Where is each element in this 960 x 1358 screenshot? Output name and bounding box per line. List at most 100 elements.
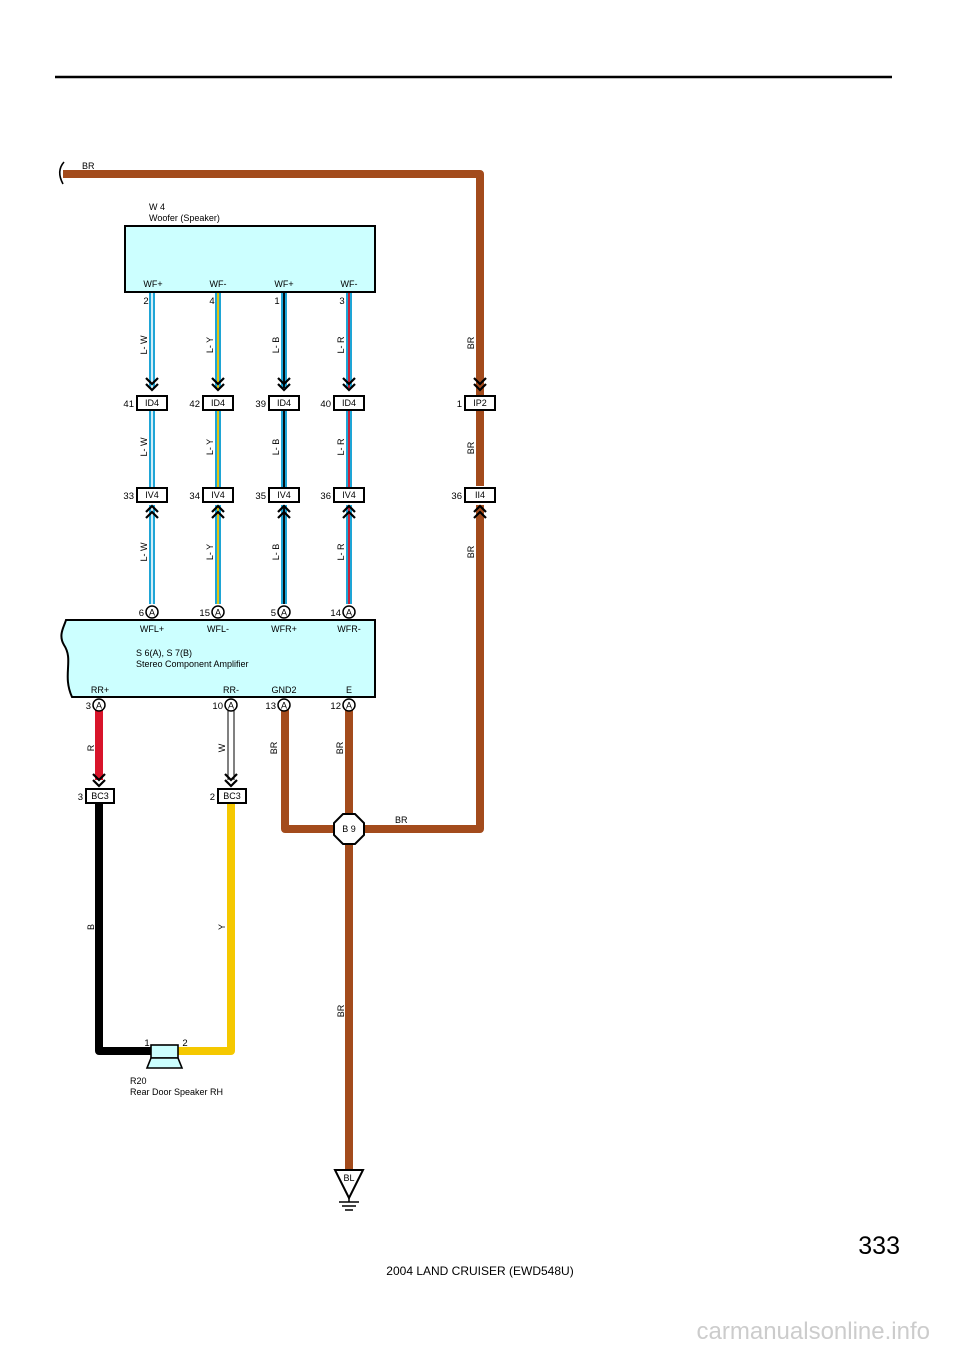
wire-label: L- B — [271, 439, 281, 456]
woofer-pin: 2 — [143, 296, 148, 307]
connector-box — [464, 395, 496, 411]
connector-pin: 39 — [255, 399, 266, 410]
woofer-pin: 1 — [274, 296, 279, 307]
wire-label: L- R — [336, 543, 346, 561]
amp-terminal: WFL- — [207, 624, 229, 634]
wire-label: L- R — [336, 438, 346, 456]
chevron-down-icon — [473, 377, 487, 392]
connector-box — [333, 395, 365, 411]
wire-label: L- W — [139, 335, 149, 355]
wire-label: L- W — [139, 437, 149, 457]
br-wire-ii4-b9 — [362, 505, 484, 833]
amplifier-bottom-pins: A 3 A 10 A 13 A 12 — [86, 698, 356, 712]
connector-label: IV4 — [145, 490, 159, 500]
wire-label: R — [86, 744, 96, 751]
amp-pin: 5 — [271, 608, 276, 619]
chevron-down-icon — [145, 377, 159, 392]
speaker-pin: 1 — [144, 1038, 149, 1049]
connector-box — [217, 788, 247, 804]
connector-letter: A — [149, 608, 155, 618]
wire-label: L- R — [336, 336, 346, 354]
amplifier-name: Stereo Component Amplifier — [136, 659, 249, 669]
connector-box — [136, 395, 168, 411]
wire-label: L- W — [139, 542, 149, 562]
connector-box — [268, 395, 300, 411]
br-top-wire — [63, 170, 484, 395]
chevron-up-icon — [211, 504, 225, 519]
amplifier-code: S 6(A), S 7(B) — [136, 648, 192, 658]
speaker-name: Rear Door Speaker RH — [130, 1087, 223, 1097]
connector-label: BC3 — [91, 791, 109, 801]
woofer-terminal: WF- — [341, 279, 358, 289]
woofer-terminal: WF- — [210, 279, 227, 289]
connector-label: ID4 — [342, 398, 356, 408]
connector-circle — [145, 605, 159, 619]
connector-label: BC3 — [223, 791, 241, 801]
chevron-down-icon — [92, 773, 106, 788]
amp-pin: 13 — [265, 701, 276, 712]
speaker-magnet — [150, 1044, 179, 1059]
wire-label: BR — [466, 545, 476, 558]
connector-box — [268, 487, 300, 503]
woofer-wire-labels: L- W L- Y L- B L- R L- W L- Y L- B L- R … — [139, 335, 346, 562]
wire-break-mark — [58, 161, 65, 185]
amp-pin: 3 — [86, 701, 91, 712]
wire-label: BR — [335, 741, 345, 754]
connector-box — [333, 487, 365, 503]
wire-label: W — [217, 743, 227, 752]
connector-box — [85, 788, 115, 804]
connector-pin: 3 — [78, 792, 83, 803]
woofer-pin: 4 — [209, 296, 214, 307]
woofer-name: Woofer (Speaker) — [149, 213, 220, 223]
wire-label: Y — [217, 924, 227, 930]
br-wires — [63, 170, 484, 1170]
chevron-down-icon — [224, 773, 238, 788]
wire-b — [95, 804, 152, 1055]
chevron-down-icon — [342, 377, 356, 392]
junction-label: B 9 — [342, 824, 356, 834]
iv4-connectors: IV4 33 IV4 34 IV4 35 IV4 36 — [123, 487, 365, 503]
junction-b9 — [333, 813, 365, 845]
amp-pin: 6 — [139, 608, 144, 619]
connector-circle — [224, 698, 238, 712]
wire-label: BR — [466, 336, 476, 349]
woofer-body — [124, 225, 376, 293]
connector-letter: A — [281, 701, 287, 711]
junction-wire-label: BR — [395, 815, 408, 825]
ground-triangle-icon — [333, 1169, 365, 1201]
speaker-code: R20 — [130, 1076, 147, 1086]
amp-terminal: WFR+ — [271, 624, 297, 634]
watermark: carmanualsonline.info — [696, 1318, 930, 1345]
amp-terminal: WFR- — [337, 624, 361, 634]
connector-letter: A — [215, 608, 221, 618]
connector-letter: A — [96, 701, 102, 711]
chevron-down-icon — [211, 377, 225, 392]
connector-pin: 36 — [320, 491, 331, 502]
chevron-up-icon — [473, 504, 487, 519]
connector-circle — [342, 698, 356, 712]
wire-label: L- B — [271, 544, 281, 561]
connector-pin: 40 — [320, 399, 331, 410]
speaker-pin: 2 — [182, 1038, 187, 1049]
amp-terminal: GND2 — [271, 685, 296, 695]
amp-pin: 12 — [330, 701, 341, 712]
connector-label: IV4 — [211, 490, 225, 500]
wire-label: B — [86, 924, 96, 930]
connector-pin: 35 — [255, 491, 266, 502]
connector-pin: 2 — [210, 792, 215, 803]
connector-box — [202, 487, 234, 503]
rear-speaker-wires — [95, 709, 235, 1055]
right-wire-parts: IP2 1 II4 36 BR BR BR BR — [82, 161, 496, 558]
chevron-up-icon — [145, 504, 159, 519]
connector-pin: 1 — [457, 399, 462, 410]
chevron-up-icon — [342, 504, 356, 519]
wire-label: BR — [269, 741, 279, 754]
connector-box — [136, 487, 168, 503]
amplifier-body — [60, 619, 376, 698]
ground-label: BL — [343, 1173, 354, 1183]
connector-label: IV4 — [277, 490, 291, 500]
wire-label: L- Y — [205, 337, 215, 353]
top-wire-label: BR — [82, 161, 95, 171]
connector-letter: A — [281, 608, 287, 618]
